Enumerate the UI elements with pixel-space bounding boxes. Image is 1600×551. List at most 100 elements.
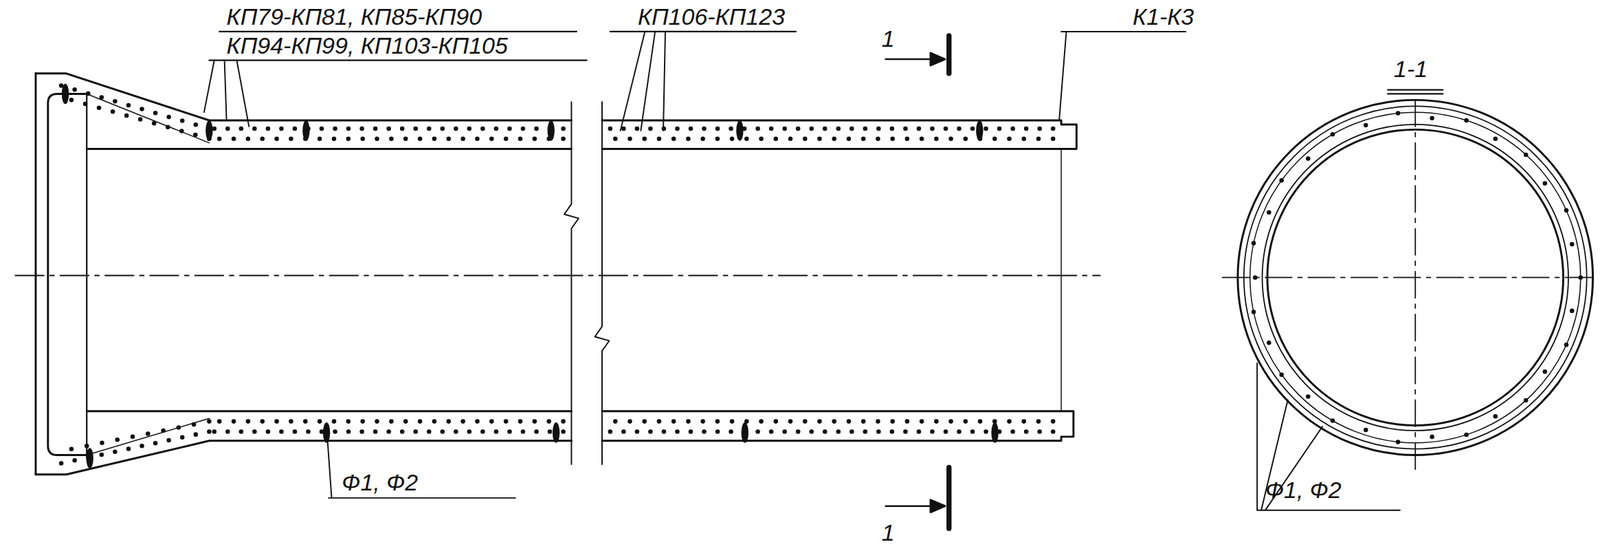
section-outer <box>1237 99 1594 455</box>
rebar-dot <box>876 126 882 132</box>
rebar-dot <box>520 126 526 132</box>
rebar-dot <box>983 126 989 132</box>
bar-section <box>205 120 213 141</box>
rebar-dot <box>84 443 90 449</box>
rebar-dot <box>560 428 566 434</box>
rebar-dot <box>916 126 922 132</box>
rebar-dot <box>992 136 998 141</box>
rebar-dot <box>386 126 392 132</box>
rebar-dot <box>1569 308 1575 314</box>
rebar-dot <box>701 428 707 434</box>
rebar-dot <box>795 428 801 434</box>
rebar-dot <box>360 418 365 424</box>
rebar-dot <box>507 126 513 132</box>
rebar-dot <box>389 136 394 141</box>
rebar-dot <box>948 418 954 424</box>
rebar-dot <box>795 126 801 132</box>
rebar-dot <box>769 428 774 434</box>
rebar-dot <box>1037 126 1042 132</box>
section-number: 1 <box>881 26 895 51</box>
rebar-dot <box>246 136 251 141</box>
rebar-dot <box>700 136 706 141</box>
rebar-dot <box>317 136 323 141</box>
rebar-dot <box>426 428 432 434</box>
rebar-dot <box>648 428 653 434</box>
rebar-dot <box>846 418 852 424</box>
rebar-dot <box>1363 123 1369 128</box>
rebar-dot <box>99 440 105 446</box>
rebar-dot <box>608 126 614 132</box>
rebar-dot <box>817 136 822 141</box>
break-line <box>564 101 579 464</box>
rebar-dot <box>265 428 271 434</box>
rebar-dot <box>518 418 524 424</box>
rebar-dot <box>934 418 939 424</box>
spigot-line <box>1060 149 1062 411</box>
rebar-dot <box>332 428 338 434</box>
rebar-dot <box>413 428 418 434</box>
leader-line <box>1257 362 1400 510</box>
rebar-dot <box>346 136 352 141</box>
rebar-dot <box>446 136 452 141</box>
rebar-dot <box>802 136 808 141</box>
rebar-dot <box>648 126 653 132</box>
section-inner <box>1267 129 1564 425</box>
pipe-wall-bottom-right <box>602 410 1074 441</box>
rebar-dot <box>701 126 707 132</box>
rebar-dot <box>1429 116 1435 121</box>
rebar-dot <box>417 418 423 424</box>
rebar-dot <box>1493 413 1499 419</box>
rebar-dot <box>890 428 895 434</box>
rebar-dot <box>1036 418 1042 424</box>
section-arrow <box>885 59 943 506</box>
bar-section <box>547 120 555 141</box>
bore-line <box>86 149 572 411</box>
rebar-dot <box>1429 434 1435 440</box>
leader-line <box>326 426 516 498</box>
rebar-dot <box>822 126 828 132</box>
rebar-dot <box>503 418 509 424</box>
rebar-dot <box>96 105 102 110</box>
rebar-dot <box>613 418 618 424</box>
rebar-dot <box>160 428 166 433</box>
rebar-dot <box>288 418 294 424</box>
rebar-dot <box>212 428 218 434</box>
rebar-dot <box>685 418 691 424</box>
rebar-dot <box>69 446 75 451</box>
rebar-dot <box>467 428 473 434</box>
rebar-dot <box>85 91 91 97</box>
rebar-dot <box>728 126 734 132</box>
bar-section <box>61 83 69 105</box>
rebar-dot <box>288 136 294 141</box>
part-label: КП94-КП99, КП103-КП105 <box>226 33 508 58</box>
rebar-dot <box>99 94 105 100</box>
rebar-dot <box>635 428 640 434</box>
rebar-dot <box>685 136 691 141</box>
rebar-dot <box>1266 340 1272 346</box>
rebar-dot <box>782 428 787 434</box>
rebar-dot <box>145 430 151 436</box>
rebar-dot <box>332 126 338 132</box>
rebar-dot <box>919 418 925 424</box>
rebar-dot <box>1493 136 1499 142</box>
rebar-dot <box>179 128 185 134</box>
rebar-dot <box>970 428 976 434</box>
rebar-dot <box>520 428 526 434</box>
rebar-dot <box>124 113 130 119</box>
rebar-dot <box>688 126 694 132</box>
rebar-dot <box>346 126 352 132</box>
rebar-dot <box>400 428 405 434</box>
bell-face <box>34 73 37 475</box>
rebar-dot <box>432 418 438 424</box>
rebar-dot <box>292 428 298 434</box>
rebar-dot <box>426 126 432 132</box>
rebar-dot <box>963 136 969 141</box>
rebar-dot <box>206 428 212 434</box>
rebar-dot <box>1050 136 1056 141</box>
rebar-dot <box>1305 393 1311 399</box>
rebar-dot <box>788 418 794 424</box>
label-underline <box>610 30 796 33</box>
rebar-dot <box>532 418 538 424</box>
section-number: 1 <box>881 520 895 544</box>
